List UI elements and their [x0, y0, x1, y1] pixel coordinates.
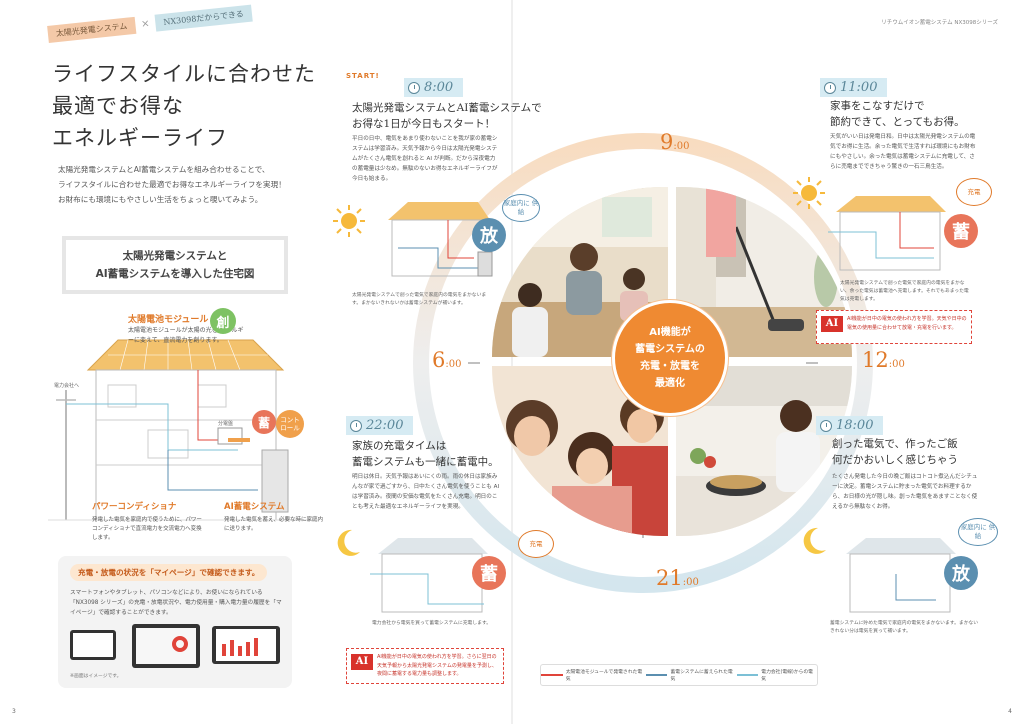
ai-note-night: AI AI機能が日中の電気の使われ方を学習。さらに翌日の天気予報から太陽光発電シ… — [346, 648, 504, 684]
clock-icon — [350, 419, 362, 432]
ai-center-circle: AI機能が 蓄電システムの 充電・放電を 最適化 — [612, 300, 728, 416]
legend-swatch-storage — [645, 674, 668, 676]
header-tags: 太陽光発電システム × NX3098だからできる — [47, 4, 253, 43]
lead-line: 太陽光発電システムとAI蓄電システムを組み合わせることで、 — [58, 165, 270, 174]
supply-bubble: 家庭内に 供給 — [502, 194, 540, 222]
clock-icon — [408, 81, 420, 94]
lead-text: 太陽光発電システムとAI蓄電システムを組み合わせることで、 ライフスタイルに合わ… — [58, 162, 318, 207]
ai-logo-icon: AI — [821, 316, 843, 332]
scene-night-body: 明日は休日。天気予報はあいにくの雨。雨の休日は家族みんなが家で過ごすから、日中た… — [352, 474, 500, 510]
hour-6: 6:00 — [432, 348, 462, 372]
scene-daytime-caption: 太陽光発電システムで創った電気で家庭内の電気をまかない、余った電気は蓄電池へ充電… — [840, 281, 969, 302]
solar-module-label: 太陽電池モジュール — [128, 315, 209, 325]
clock-icon — [824, 81, 836, 94]
time-8: 8:00 — [404, 78, 464, 97]
store-badge: 蓄 — [252, 410, 276, 434]
hour-12: 12:00 — [862, 348, 905, 372]
legend-item: 蓄電システムに蓄えられた電気 — [645, 668, 737, 682]
control-badge: コント ロール — [276, 410, 304, 438]
charge-bubble: 充電 — [518, 530, 554, 558]
start-label: START! — [346, 72, 380, 80]
utility-label: 電力会社へ — [54, 383, 80, 389]
solar-module-desc: 太陽電池モジュールが太陽の光を エネルギーに変えて、直流電力を創ります。 — [128, 327, 244, 344]
tablet-image — [132, 624, 200, 668]
house-diagram-heading: 太陽光発電システムと AI蓄電システムを導入した住宅図 — [62, 236, 288, 294]
scene-daytime-body: 天気がいい日は発電日和。日中は太陽光発電システムの電気でお得に生活。余った電気で… — [830, 134, 976, 170]
scene-evening-body: たくさん発電した今日の晩ご飯はコトコト煮込んだシチューに決定。蓄電システムに貯ま… — [832, 474, 978, 510]
legend-item: 電力会社(電線)からの電気 — [736, 668, 817, 682]
ai-logo-icon: AI — [351, 654, 373, 670]
time-18: 18:00 — [816, 416, 884, 435]
distribution-panel-label: 分電盤 — [218, 421, 234, 427]
title-line: エネルギーライフ — [52, 126, 228, 150]
moon-icon — [337, 529, 360, 556]
line-legend: 太陽電池モジュールで発電された電気 蓄電システムに蓄えられた電気 電力会社(電線… — [540, 664, 818, 686]
center-line: 蓄電システムの — [635, 344, 705, 355]
scene-morning-body: 平日の日中、電気をあまり使わないことを我が家の蓄電システムは学習済み。天気予報か… — [352, 136, 498, 182]
create-badge: 創 — [210, 308, 236, 334]
tag-cross: × — [140, 18, 151, 31]
scene-night-title: 家族の充電タイムは 蓄電システムも一緒に蓄電中。 — [352, 440, 499, 468]
mypage-card: 充電・放電の状況を「マイページ」で確認できます。 スマートフォンやタブレット、パ… — [58, 556, 292, 688]
tag-nx3098: NX3098だからできる — [154, 4, 253, 32]
charge-badge: 蓄 — [944, 214, 978, 248]
charge-bubble: 充電 — [956, 178, 992, 206]
laptop-image — [212, 626, 280, 664]
legend-item: 太陽電池モジュールで発電された電気 — [541, 668, 646, 682]
ai-storage-label: AI蓄電システム — [224, 502, 285, 512]
sun-icon — [793, 177, 825, 209]
house-illustration — [48, 339, 318, 521]
center-line: 充電・放電を — [640, 361, 700, 372]
supply-bubble: 家庭内に 供給 — [958, 518, 998, 546]
page-number-left: 3 — [12, 708, 16, 715]
ai-note-daytime: AI AI機能が日中の電気の使われ方を学習。天気や日中の電気の使用量に合わせて放… — [816, 310, 972, 344]
title-line: 最適でお得な — [52, 94, 184, 118]
moon-icon — [803, 527, 826, 554]
mypage-desc: スマートフォンやタブレット、パソコンなどにより、お使いになられている「NX309… — [70, 590, 282, 616]
title-line: ライフスタイルに合わせた — [52, 62, 316, 86]
lead-line: お財布にも環境にもやさしい生活をちょっと覗いてみよう。 — [58, 195, 263, 204]
smartphone-image — [70, 630, 116, 660]
scene-night-caption: 電力会社から電気を買って蓄電システムに充電します。 — [372, 621, 492, 626]
house-diagram: 電力会社へ 分電盤 太陽電池モジュール 太陽電池モジュールが太陽の光を エネルギ… — [48, 300, 323, 550]
sun-icon — [333, 205, 365, 237]
ai-storage-desc: 発電した電気を蓄え、必要な時に家庭内に送ります。 — [224, 517, 324, 532]
power-conditioner-label: パワーコンディショナ — [92, 502, 177, 512]
series-header: リチウムイオン蓄電システム NX3098シリーズ — [881, 20, 998, 26]
center-line: 最適化 — [655, 378, 685, 389]
hour-9: 9:00 — [660, 130, 690, 154]
scene-morning-title: 太陽光発電システムとAI蓄電システムで お得な1日が今日もスタート！ — [352, 102, 542, 130]
house-icon-daytime — [828, 196, 946, 271]
discharge-badge: 放 — [472, 218, 506, 252]
mypage-title: 充電・放電の状況を「マイページ」で確認できます。 — [70, 564, 268, 581]
clock-icon — [820, 419, 832, 432]
heading-line: 太陽光発電システムと — [122, 250, 228, 262]
scene-evening-caption: 蓄電システムに貯めた電気で家庭内の電気をまかないます。まかないきれない分は電気を… — [830, 621, 979, 634]
scene-morning-caption: 太陽光発電システムで創った電気で家庭内の電気をまかないます。まかないきれないかは… — [352, 293, 487, 306]
spine-divider — [511, 0, 513, 724]
lead-line: ライフスタイルに合わせた最適でお得なエネルギーライフを実現！ — [58, 180, 286, 189]
heading-line: AI蓄電システムを導入した住宅図 — [95, 268, 255, 280]
legend-swatch-grid — [736, 674, 759, 676]
scene-evening-title: 創った電気で、作ったご飯 何だかおいしく感じちゃう — [832, 438, 958, 466]
page-title: ライフスタイルに合わせた 最適でお得な エネルギーライフ — [52, 58, 316, 154]
discharge-badge: 放 — [944, 556, 978, 590]
power-conditioner-desc: 発電した電気を家庭内で使うために、パワーコンディショナで直流電力を交流電力へ変換… — [92, 517, 202, 541]
charge-badge: 蓄 — [472, 556, 506, 590]
tag-solar: 太陽光発電システム — [47, 16, 137, 43]
image-note: ※画面はイメージです。 — [70, 674, 122, 679]
hour-21: 21:00 — [656, 566, 699, 590]
scene-daytime-title: 家事をこなすだけで 節約できて、とってもお得。 — [830, 100, 965, 128]
time-11: 11:00 — [820, 78, 888, 97]
page-number-right: 4 — [1008, 708, 1012, 715]
center-line: AI機能が — [649, 327, 691, 338]
legend-swatch-solar — [541, 674, 563, 676]
time-22: 22:00 — [346, 416, 414, 435]
